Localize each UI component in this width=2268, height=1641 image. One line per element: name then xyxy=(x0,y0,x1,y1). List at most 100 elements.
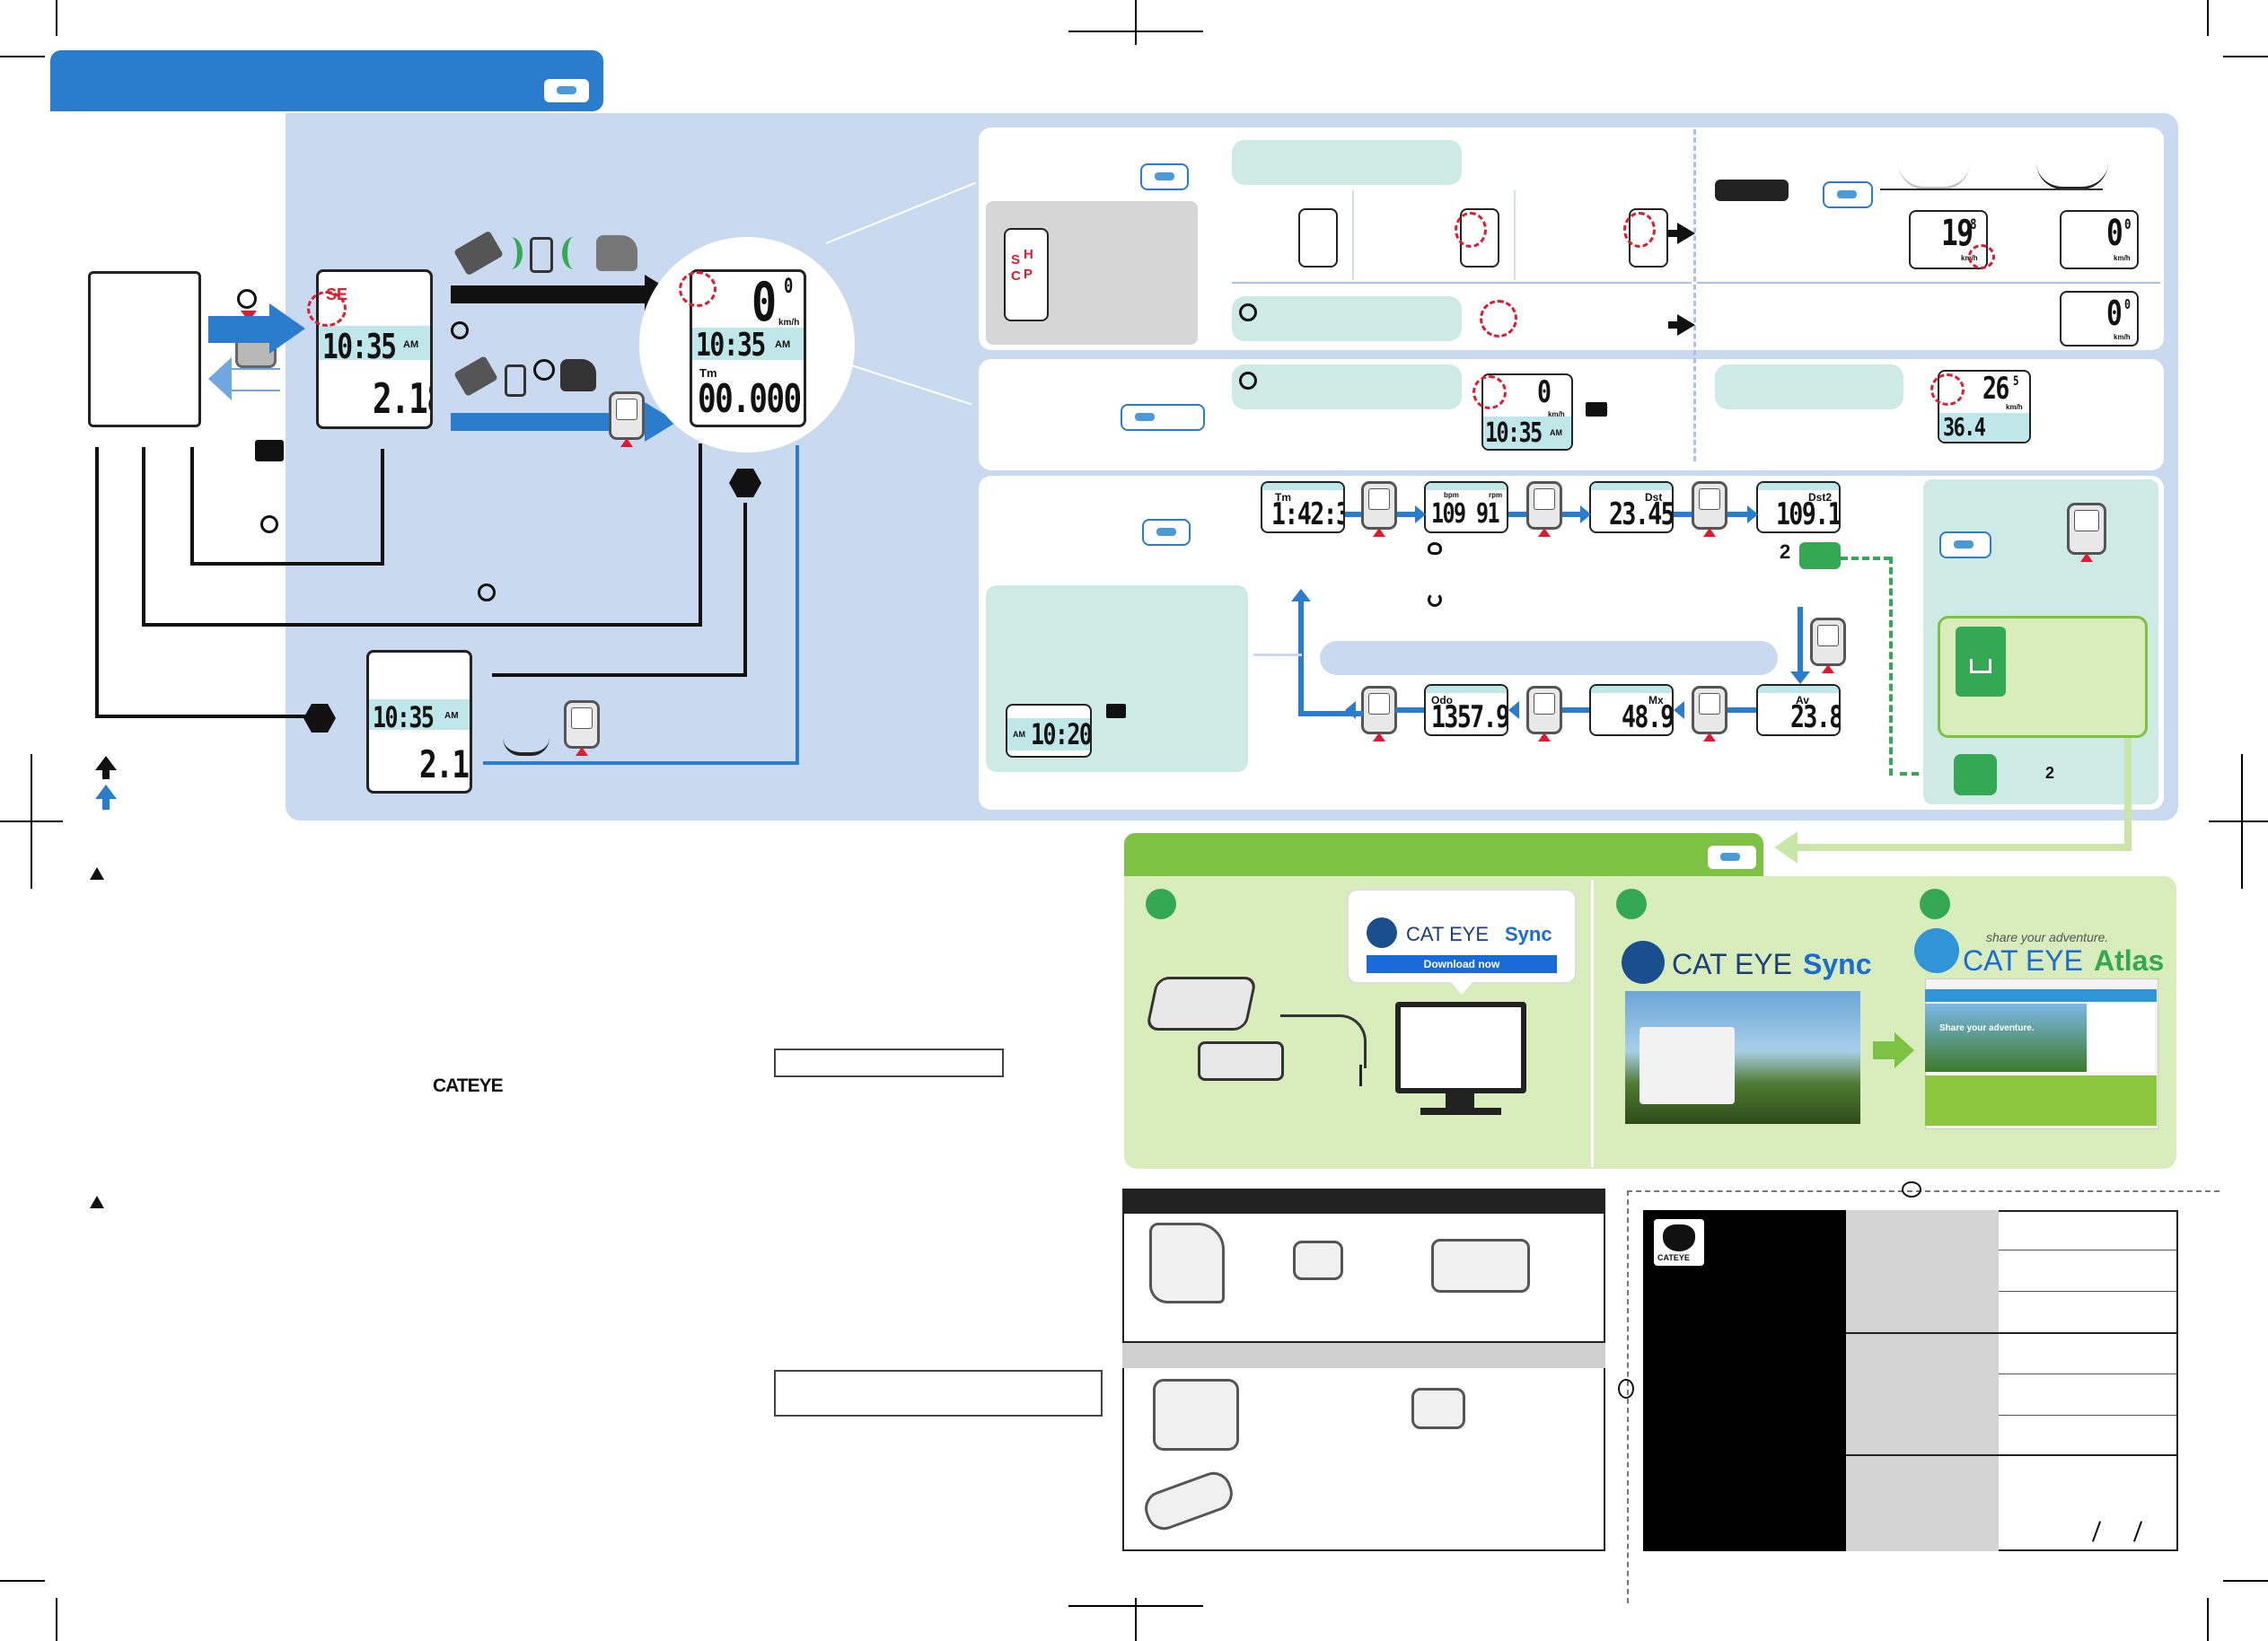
measure-screen: 0 0 km/h 10:35 AM Tm 00.000 xyxy=(690,269,806,427)
cateye-wordmark: CATEYE xyxy=(433,1075,504,1096)
mode-button-device[interactable] xyxy=(1361,481,1397,537)
step-2-circle xyxy=(1616,889,1647,919)
sync-app-dialog xyxy=(1639,1027,1735,1104)
hr-cad-screen: bpm rpm 109 91 xyxy=(1424,481,1508,533)
dst2-number: 2 xyxy=(1780,540,1791,563)
flow-line xyxy=(2124,738,2132,851)
flash-icon xyxy=(1930,373,1965,406)
odometer-value: 2.18 xyxy=(373,374,430,423)
flash-icon xyxy=(1480,300,1517,338)
cycle-line xyxy=(1298,711,1363,716)
note-pill xyxy=(1232,140,1462,185)
prohibit-icon xyxy=(533,359,555,381)
warranty-gray-column xyxy=(1846,1210,1999,1551)
return-line xyxy=(95,447,99,718)
warning-icon xyxy=(90,867,104,880)
parts-header xyxy=(1122,1189,1605,1214)
cadence: 91 xyxy=(1476,498,1500,530)
mode-button-device[interactable] xyxy=(609,391,645,447)
blue-arrow xyxy=(451,413,646,431)
black-arrow xyxy=(451,285,646,303)
note-pill xyxy=(1232,364,1462,409)
legend-black-arrow xyxy=(95,756,117,770)
atlas-logo-icon xyxy=(1914,928,1959,973)
ampm: AM xyxy=(403,339,419,350)
divider xyxy=(1999,1373,2176,1374)
flash-icon xyxy=(1455,212,1487,248)
sensor-badge xyxy=(1715,180,1789,201)
odo-screen: Odo 1357.9 xyxy=(1424,684,1508,736)
power-icon xyxy=(237,289,257,309)
mode-button-device[interactable] xyxy=(1692,686,1727,742)
return-line xyxy=(381,449,384,566)
flow-line xyxy=(1796,844,2132,851)
return-line-blue xyxy=(796,445,799,765)
cycle-arrow-head xyxy=(1291,589,1311,601)
tm-label: Tm xyxy=(699,366,717,380)
mode-button-device[interactable] xyxy=(1810,618,1846,673)
reference-icon xyxy=(1939,531,1991,558)
blue-arrow-head xyxy=(1508,701,1519,719)
reference-icon xyxy=(1121,404,1205,431)
green-arrow xyxy=(1873,1041,1896,1059)
mode-button-device[interactable] xyxy=(2067,503,2106,562)
heart-icon xyxy=(1428,542,1442,555)
sync-brand: CAT EYE xyxy=(1672,948,1792,980)
download-button[interactable]: Download now xyxy=(1367,955,1557,973)
mode-button-device[interactable] xyxy=(1526,481,1562,537)
cad-unit: rpm xyxy=(1489,491,1503,499)
speed-decimal: 0 xyxy=(2124,215,2131,233)
data-label: Av xyxy=(1796,694,1809,706)
return-line xyxy=(743,503,747,677)
cut-line xyxy=(1627,1190,2220,1192)
blue-arrow xyxy=(1562,512,1582,517)
sync-brand: CAT EYE xyxy=(1406,923,1490,945)
mode-button-device[interactable] xyxy=(1361,686,1397,742)
mode-button-device[interactable] xyxy=(1692,481,1727,537)
note-box xyxy=(774,1049,1004,1077)
flash-icon xyxy=(1968,244,1995,269)
divider xyxy=(1999,1415,2176,1416)
mode-button-device[interactable] xyxy=(564,700,600,756)
tm-screen: Tm 1:42:38 xyxy=(1261,481,1345,533)
clock-screen: AM 10:20 xyxy=(1006,704,1092,758)
note-pill xyxy=(1320,641,1778,675)
flow-arrow-head xyxy=(1774,831,1798,864)
parts-subheader xyxy=(1122,1341,1605,1368)
green-arrow-head xyxy=(1894,1032,1914,1068)
divider-dashed xyxy=(1693,129,1696,461)
mode-button-device[interactable] xyxy=(1526,686,1562,742)
cyclist-icon xyxy=(1898,136,1970,189)
crop-mark xyxy=(2223,56,2268,57)
speed-unit: km/h xyxy=(778,318,800,328)
monitor-stand xyxy=(1446,1093,1474,1110)
flash-icon xyxy=(1472,375,1507,409)
speed: 26 xyxy=(1982,371,2009,407)
divider xyxy=(1846,1454,2176,1456)
crop-mark xyxy=(1068,1605,1203,1607)
ampm: AM xyxy=(1550,428,1562,437)
av-screen: Av 23.8 xyxy=(1756,684,1841,736)
usb-icon xyxy=(1359,1065,1375,1086)
black-arrow xyxy=(1668,230,1681,237)
search-screen: S H C P xyxy=(1004,228,1049,321)
download-icon xyxy=(1956,627,2006,697)
search-letter: P xyxy=(1024,267,1033,282)
crop-mark xyxy=(1135,0,1137,45)
black-arrow-head xyxy=(1677,223,1695,244)
prohibit-icon xyxy=(451,321,469,339)
legend-blue-arrow xyxy=(95,785,117,799)
cradle-part-icon xyxy=(1431,1239,1530,1293)
cycle-arrow-head xyxy=(1790,671,1810,684)
reference-icon xyxy=(1706,844,1758,871)
dashed-green-line xyxy=(1841,557,1891,560)
warranty-black-column xyxy=(1643,1210,1846,1551)
note-pill xyxy=(1715,364,1903,409)
blue-arrow-head xyxy=(1345,701,1356,719)
cyclist-icon xyxy=(503,713,549,756)
ampm: AM xyxy=(444,711,459,721)
return-line xyxy=(142,447,145,627)
atlas-hero xyxy=(1925,1004,2087,1072)
data-label: Odo xyxy=(1431,694,1453,706)
data-label: Dst2 xyxy=(1808,491,1833,504)
